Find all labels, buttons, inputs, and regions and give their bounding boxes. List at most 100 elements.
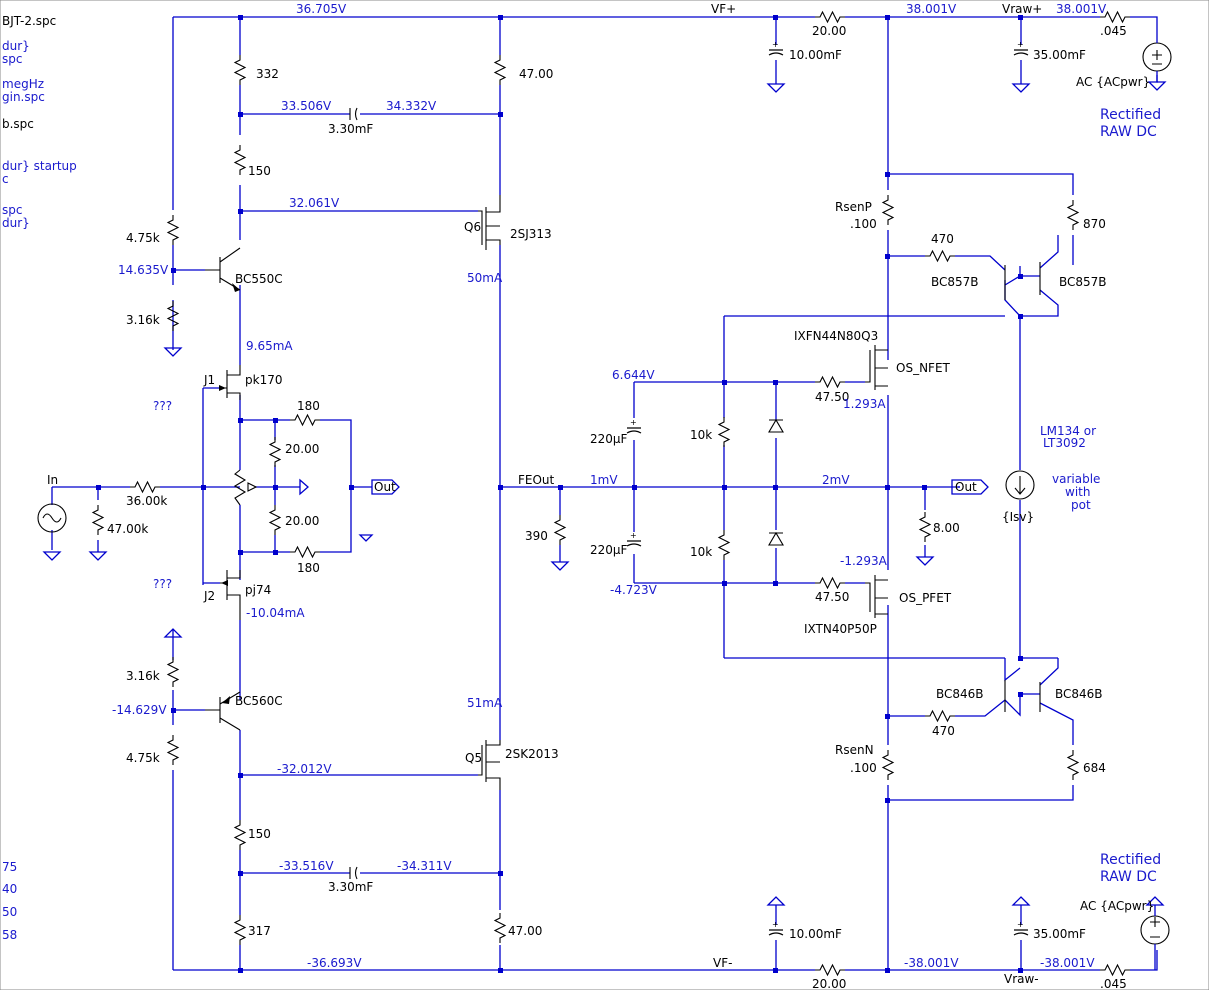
current-source [1005,470,1035,500]
out-tag-right [951,479,989,495]
input-source [37,503,67,533]
label-v-neg34-311: -34.311V [397,859,452,873]
label-bc846b-a: BC846B [936,687,984,701]
margin-text: BJT-2.spc [2,14,56,28]
resistor-47k [92,504,104,536]
label-v-34-332: 34.332V [386,99,437,113]
label-j1: J1 [203,373,215,387]
resistor-20-bottom-supply [814,964,846,976]
label-bc857b-b: BC857B [1059,275,1107,289]
label-r180-top: 180 [297,399,320,413]
resistor-47-bottom [494,912,506,944]
resistor-10k-bottom [718,529,730,561]
label-r150-bottom: 150 [248,827,271,841]
label-cap-10m-bottom: 10.00mF [789,927,842,941]
label-r20-bottom: 20.00 [812,977,846,990]
junction-dots [96,15,1023,973]
label-r470-top: 470 [931,232,954,246]
margin-text: 75 [2,860,17,874]
jfet-j2 [220,570,241,620]
ac-source-bottom [1140,905,1170,970]
label-r684: 684 [1083,761,1106,775]
resistor-rsenn [882,749,894,781]
label-vraw-plus: Vraw+ [1002,2,1042,16]
resistor-180-top [289,414,321,426]
resistor-3k16-bottom [167,656,179,688]
label-rsenp: RsenP [835,200,872,214]
label-node-38v: 38.001V [906,2,957,16]
label-v-1mv: 1mV [590,473,618,487]
label-r870: 870 [1083,217,1106,231]
label-r332: 332 [256,67,279,81]
label-q6-current: 50mA [467,271,503,285]
label-os-nfet: OS_NFET [896,361,951,375]
label-q5: Q5 [465,751,482,765]
label-vraw-minus: Vraw- [1004,972,1039,986]
margin-text: dur} [2,216,30,230]
resistor-4k75-top [167,214,179,246]
label-os-pfet: OS_PFET [899,591,952,605]
resistor-180-bottom [289,546,321,558]
note-rectified-top: Rectified [1100,107,1161,123]
net-label-vf-minus: VF- [713,956,732,970]
margin-text: 50 [2,905,17,919]
label-r317: 317 [248,924,271,938]
label-q5-current: 51mA [467,696,503,710]
resistor-332 [234,54,246,86]
capacitor-10m-bottom [768,919,784,936]
margin-text: spc [2,52,22,66]
label-2sk2013: 2SK2013 [505,747,559,761]
label-r390: 390 [525,529,548,543]
resistor-4k75-bottom [167,734,179,766]
resistor-rsenp [882,194,894,226]
transistor-bc846b-pair [1004,680,1041,712]
label-v-neg32-012: -32.012V [277,762,332,776]
margin-text: b.spc [2,117,34,131]
label-pj74: pj74 [245,583,271,597]
ac-source-top [1142,30,1172,82]
label-rgate-top: 47.50 [815,390,849,404]
margin-text: 40 [2,882,17,896]
label-pot: pot [1071,498,1091,512]
resistor-150-top [234,144,246,176]
resistor-150-bottom [234,819,246,851]
label-v-neg4-723: -4.723V [610,583,658,597]
note-raw-dc-top: RAW DC [1100,124,1157,140]
diode-top [768,418,784,433]
label-v-32-061: 32.061V [289,196,340,210]
note-rectified-bottom: Rectified [1100,852,1161,868]
label-cap-10m-top: 10.00mF [789,48,842,62]
resistor-3k16-top [167,300,179,332]
label-r47k: 47.00k [107,522,148,536]
label-r045-top: .045 [1100,24,1127,38]
label-vraw-plus-v: 38.001V [1056,2,1107,16]
resistor-390 [554,514,566,546]
net-label-vf-plus: VF+ [711,2,736,16]
left-margin-labels: BJT-2.spc dur} spc megHz gin.spc b.spc d… [2,14,77,942]
margin-text: 58 [2,928,17,942]
label-r180-bottom: 180 [297,561,320,575]
margin-text: spc [2,203,22,217]
label-c220-bottom: 220µF [590,543,628,557]
capacitor-3m3-top [349,107,358,121]
label-bc846b-b: BC846B [1055,687,1103,701]
label-r8: 8.00 [933,521,960,535]
label-lt3092: LT3092 [1043,436,1086,450]
label-out-right: Out [955,480,977,494]
label-unknown-1: ??? [153,399,172,413]
label-cap-3m3-bottom: 3.30mF [328,880,373,894]
label-lm134: LM134 or [1040,424,1096,438]
capacitor-10m-top [768,39,784,56]
rail-voltage-top: 36.705V [296,2,347,16]
transistor-bc857b-pair [1004,262,1041,300]
label-bc560c: BC560C [235,694,283,708]
label-v-33-506: 33.506V [281,99,332,113]
resistor-gate-bottom [814,577,846,589]
resistor-20-top-supply [814,11,846,23]
label-bc857b-a: BC857B [931,275,979,289]
jfet-j1 [219,365,241,400]
label-c220-top: 220µF [590,432,628,446]
margin-text: c [2,172,9,186]
label-r4k75-top: 4.75k [126,231,160,245]
